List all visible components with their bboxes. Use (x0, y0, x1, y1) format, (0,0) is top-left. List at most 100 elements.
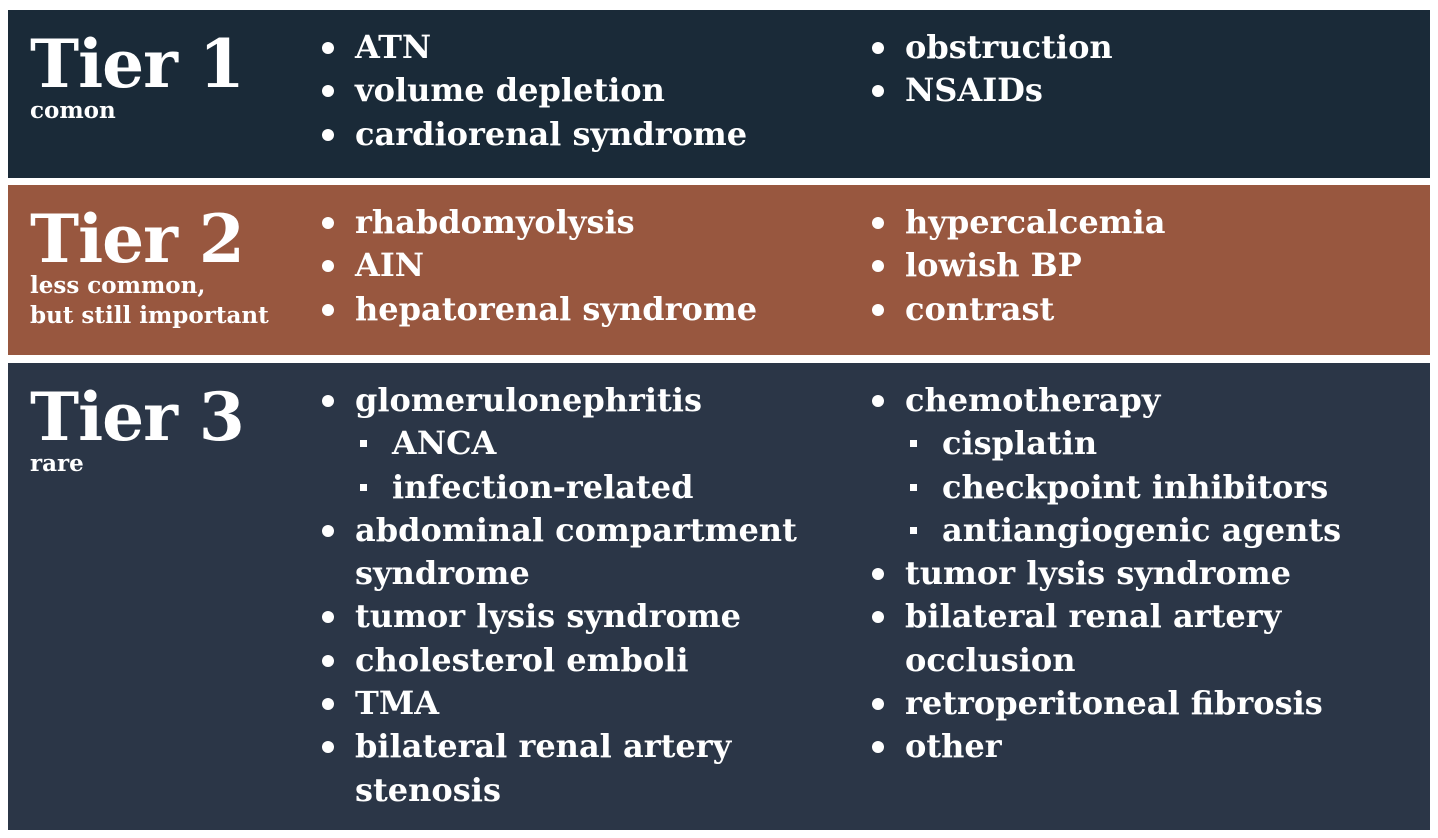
tier-2-header: Tier 2 less common, but still important (30, 200, 269, 331)
sub-list-item-label: ANCA (392, 424, 497, 463)
list-item: ATN (318, 26, 747, 69)
list-item: hypercalcemia (868, 201, 1165, 244)
bullet-icon (872, 698, 884, 711)
list-item-label: volume depletion (355, 71, 665, 110)
list-item: AIN (318, 244, 757, 287)
list-item-label: retroperitoneal fibrosis (905, 684, 1323, 723)
list-item: chemotherapy cisplatin checkpoint inhibito… (868, 379, 1341, 552)
tier-2-column-2: hypercalcemia lowish BP contrast (868, 201, 1165, 331)
list-item-label: NSAIDs (905, 71, 1043, 110)
list-item-label: bilateral renal artery occlusion (905, 597, 1282, 679)
bullet-icon (872, 611, 884, 624)
list-item-label: tumor lysis syndrome (355, 597, 741, 636)
list-item: cardiorenal syndrome (318, 113, 747, 156)
sub-list-item: checkpoint inhibitors (905, 466, 1341, 509)
sub-list-item-label: cisplatin (942, 424, 1098, 463)
sub-list-item: infection-related (355, 466, 797, 509)
tier-3-header: Tier 3 rare (30, 378, 245, 479)
list-item-label: contrast (905, 289, 1055, 328)
tier-1-panel: Tier 1 comon ATN volume depletion cardiore… (8, 10, 1430, 178)
square-bullet-icon (910, 440, 917, 448)
list-item: volume depletion (318, 69, 747, 112)
tier-1-subtitle: comon (30, 97, 116, 124)
list-item-label: glomerulonephritis (355, 381, 702, 419)
tier-2-panel: Tier 2 less common, but still important … (8, 185, 1430, 355)
list-item: cholesterol emboli (318, 639, 797, 682)
bullet-icon (872, 568, 884, 581)
list-item: hepatorenal syndrome (318, 288, 757, 331)
bullet-icon (322, 698, 334, 711)
list-item-label: bilateral renal artery stenosis (355, 727, 732, 809)
list-item-label: AIN (355, 246, 425, 285)
list-item: retroperitoneal fibrosis (868, 682, 1341, 725)
list-item-label: obstruction (905, 28, 1113, 66)
bullet-icon (872, 395, 884, 407)
list-item: bilateral renal artery stenosis (318, 725, 797, 812)
sub-list: ANCA infection-related (355, 422, 797, 509)
bullet-icon (872, 741, 884, 754)
list-item-label: hypercalcemia (905, 203, 1166, 241)
square-bullet-icon (360, 483, 367, 491)
bullet-icon (872, 217, 884, 229)
bullet-icon (322, 42, 334, 54)
square-bullet-icon (360, 440, 367, 448)
list-item-label: cholesterol emboli (355, 640, 689, 679)
bullet-icon (322, 303, 334, 316)
list-item: obstruction (868, 26, 1113, 69)
bullet-icon (322, 395, 334, 407)
sub-list-item: ANCA (355, 422, 797, 465)
list-item-label: tumor lysis syndrome (905, 554, 1291, 593)
list-item: rhabdomyolysis (318, 201, 757, 244)
list-item-label: abdominal compartment syndrome (355, 510, 797, 593)
list-item-label: lowish BP (905, 246, 1082, 285)
square-bullet-icon (910, 526, 917, 534)
list-item-label: hepatorenal syndrome (355, 289, 758, 328)
list-item-label: rhabdomyolysis (355, 203, 635, 241)
bullet-icon (322, 128, 334, 141)
bullet-icon (322, 260, 334, 273)
tier-1-header: Tier 1 comon (30, 25, 245, 126)
bullet-icon (322, 741, 334, 754)
bullet-icon (872, 303, 884, 316)
list-item: contrast (868, 288, 1165, 331)
bullet-icon (872, 42, 884, 54)
tier-1-title: Tier 1 (30, 25, 245, 103)
list-item: abdominal compartment syndrome (318, 509, 797, 596)
list-item-label: TMA (355, 684, 440, 723)
bullet-icon (872, 85, 884, 98)
tier-2-subtitle: less common, but still important (30, 272, 269, 329)
tier-1-column-1: ATN volume depletion cardiorenal syndrome (318, 26, 747, 156)
bullet-icon (322, 524, 334, 537)
sub-list: cisplatin checkpoint inhibitors antiangiog… (905, 422, 1341, 552)
sub-list-item-label: checkpoint inhibitors (942, 467, 1329, 506)
bullet-icon (322, 654, 334, 667)
bullet-icon (872, 260, 884, 273)
bullet-icon (322, 85, 334, 98)
list-item: tumor lysis syndrome (318, 595, 797, 638)
tier-3-subtitle: rare (30, 450, 84, 477)
sub-list-item: cisplatin (905, 422, 1341, 465)
sub-list-item-label: infection-related (392, 467, 694, 506)
list-item: NSAIDs (868, 69, 1113, 112)
list-item: other (868, 725, 1341, 768)
sub-list-item: antiangiogenic agents (905, 509, 1341, 552)
bullet-icon (322, 217, 334, 229)
bullet-icon (322, 611, 334, 624)
list-item-label: chemotherapy (905, 381, 1161, 419)
square-bullet-icon (910, 483, 917, 491)
tier-3-column-2: chemotherapy cisplatin checkpoint inhibito… (868, 379, 1341, 769)
list-item-label: ATN (355, 28, 432, 66)
list-item: TMA (318, 682, 797, 725)
tier-3-title: Tier 3 (30, 378, 245, 456)
list-item: tumor lysis syndrome (868, 552, 1341, 595)
list-item-label: cardiorenal syndrome (355, 114, 748, 153)
list-item: lowish BP (868, 244, 1165, 287)
sub-list-item-label: antiangiogenic agents (942, 510, 1342, 549)
list-item: bilateral renal artery occlusion (868, 595, 1341, 682)
tier-2-title: Tier 2 (30, 200, 245, 278)
